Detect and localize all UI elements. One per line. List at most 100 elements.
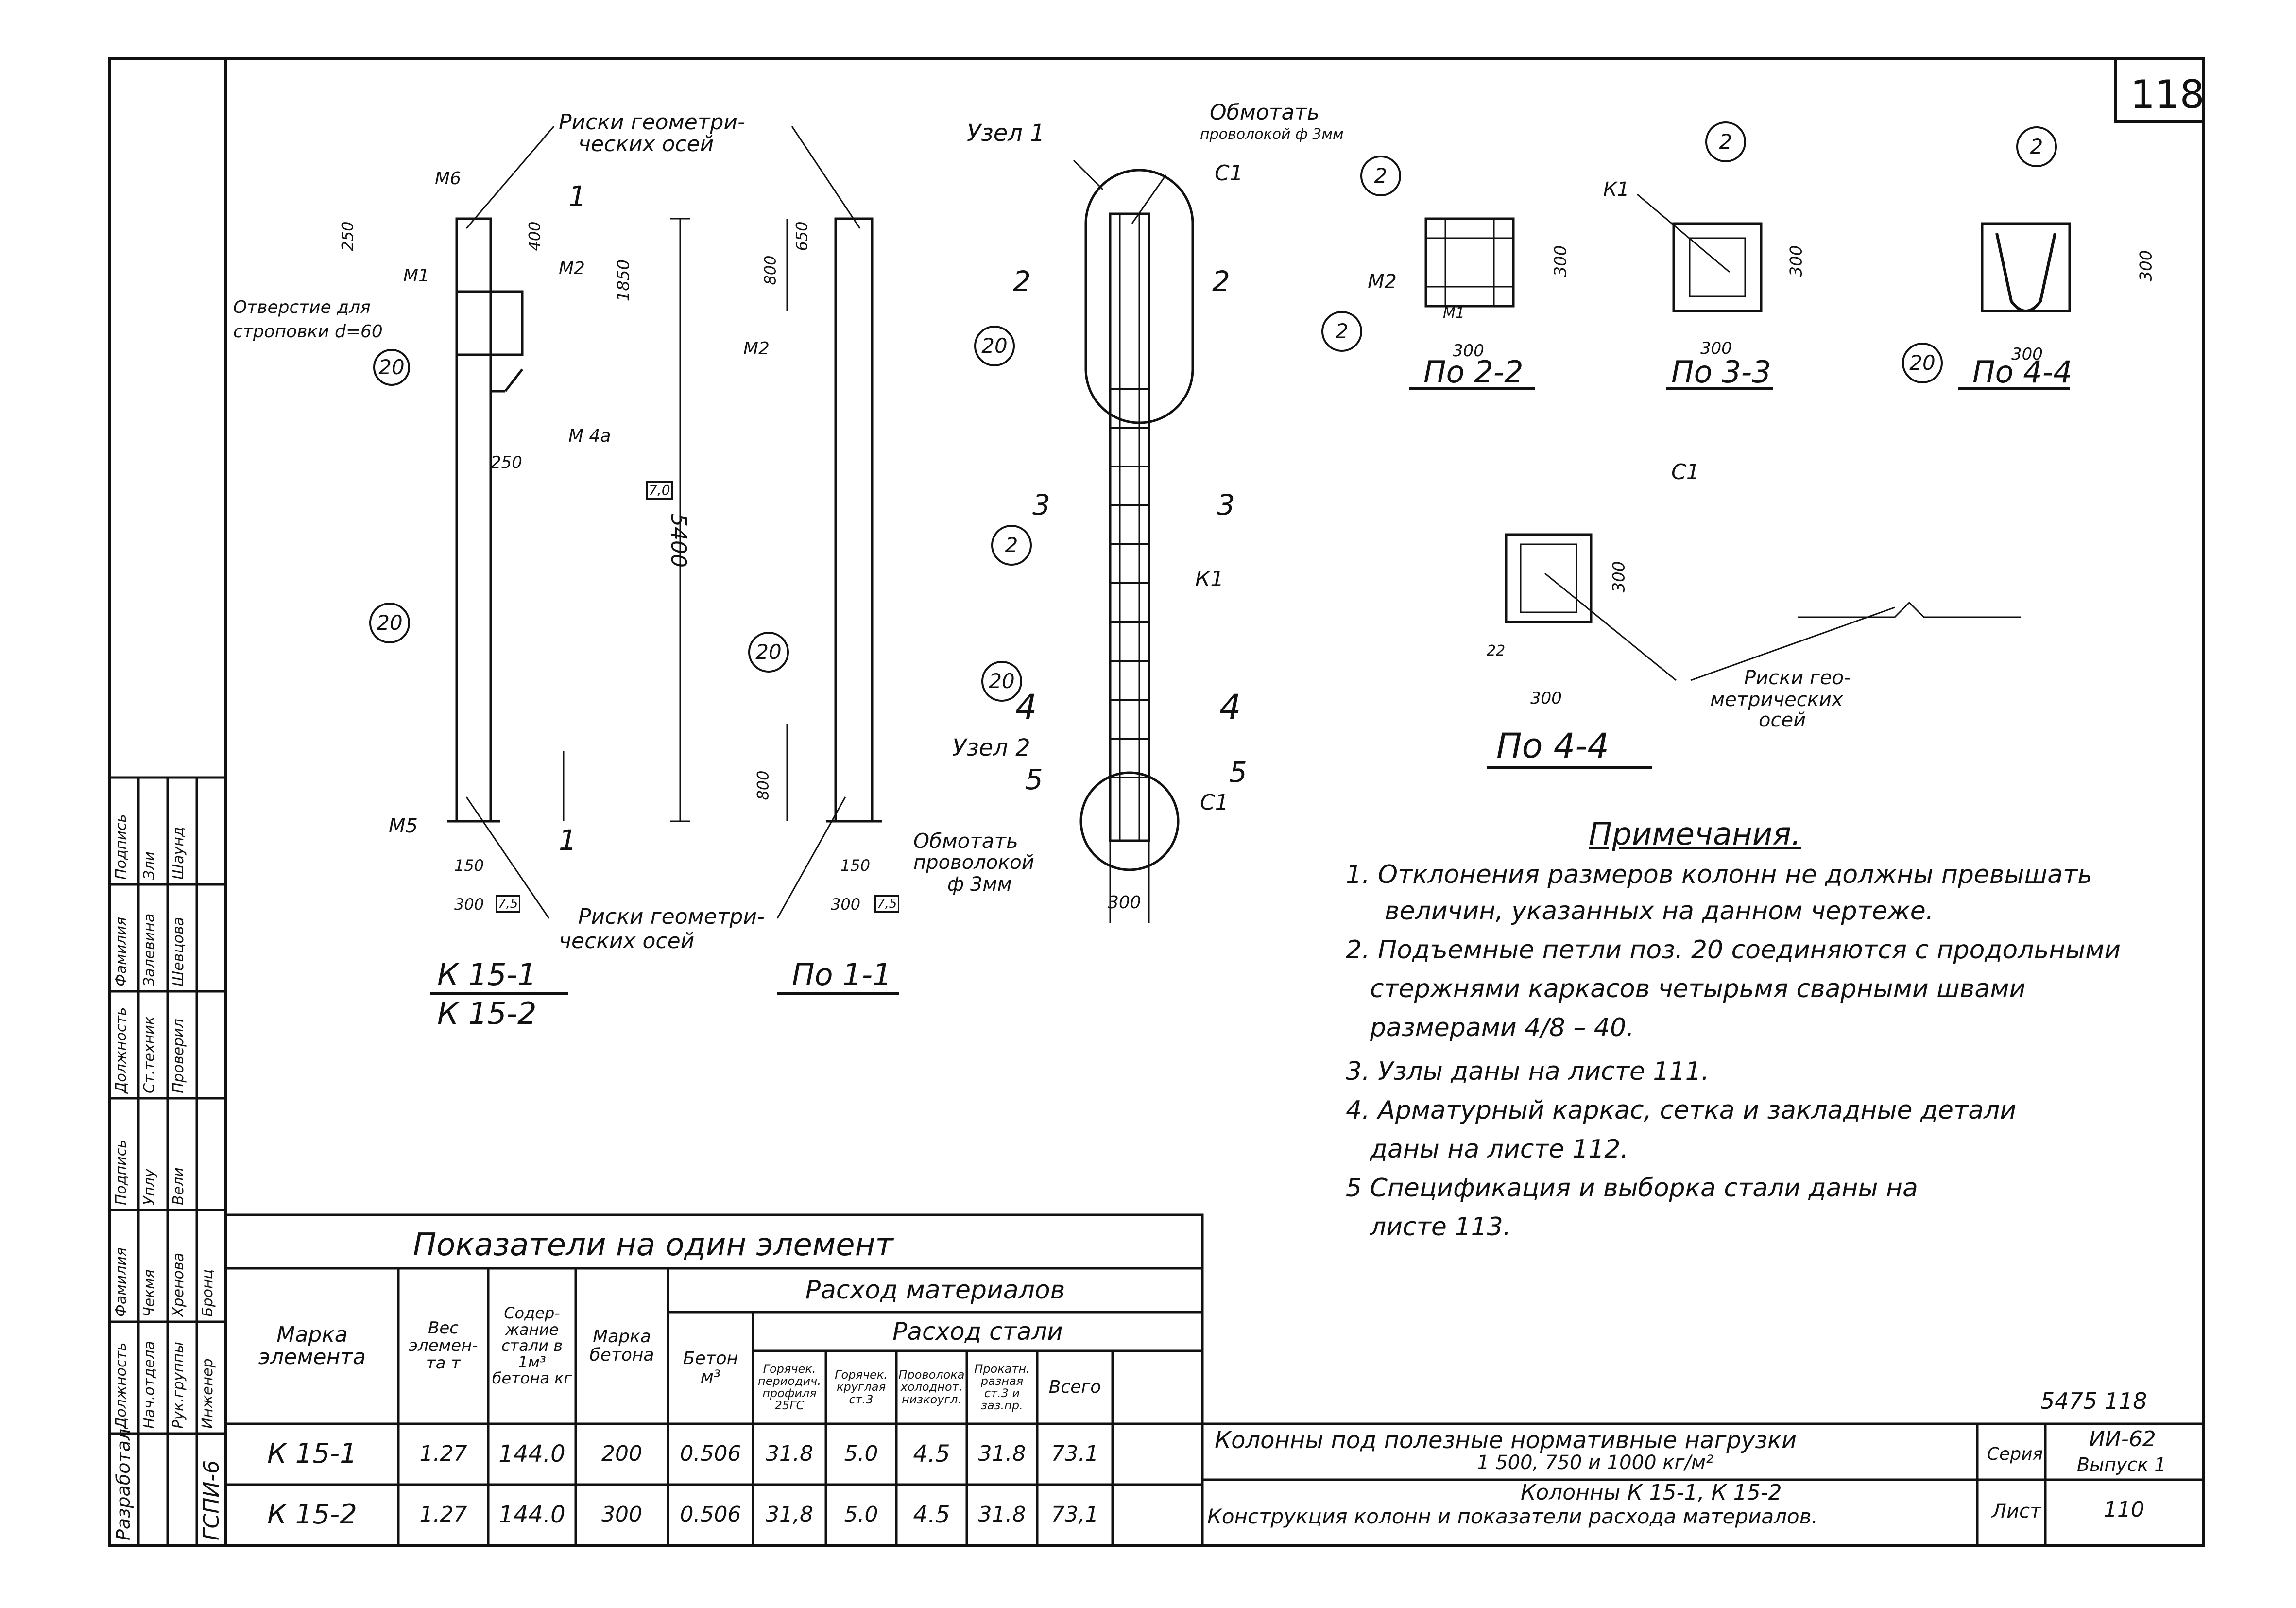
pos-2-a: 2 [991,525,1032,566]
side-stamp-grid [109,776,226,1545]
sheet-number-box [2114,57,2205,123]
stamp-c1-0: Разработал [113,1428,134,1540]
note-4b: даны на листе 112. [1370,1135,1629,1164]
stamp-c2-3: Инженер [199,1358,216,1429]
series-label: Серия [1987,1444,2043,1464]
td-grade: 200 [601,1441,642,1467]
section-4-4-big-drawing [1487,533,2021,769]
td-total: 73,1 [1051,1502,1099,1527]
th-total: Всего [1048,1377,1101,1398]
stamp-c3-1: Чекмя [141,1269,158,1317]
callout-node-2: Узел 2 [952,734,1030,761]
callout-hole-1: Отверстие для [233,297,371,317]
stamp-c2-1: Нач.отдела [141,1341,158,1429]
dim-150b: 150 [840,856,871,875]
stamp-c2-2: Рук.группы [170,1342,187,1429]
td-concrete: 0.506 [680,1441,741,1467]
dim-s22-300: 300 [1453,341,1484,361]
dim-300b: 300 [831,895,861,914]
callout-wrap-bottom-1: Обмотать [913,829,1018,853]
dim-400: 400 [525,221,544,251]
mark-m2: М2 [559,259,585,278]
dim-650: 650 [792,221,811,251]
dim-150: 150 [454,856,484,875]
mark-c1-bottom: С1 [1200,790,1229,815]
td-s2: 5.0 [844,1441,878,1467]
stamp-c4-1: Уплу [141,1169,158,1205]
stamp-c4-2: Вели [170,1167,187,1205]
th-s2: Горячек. круглая ст.3 [835,1368,888,1406]
td-s1: 31,8 [766,1502,813,1527]
td-s1: 31.8 [766,1441,813,1467]
leader-lines [465,126,1895,919]
mark-m5: М5 [389,815,418,837]
stamp-c3-2: Хренова [170,1252,187,1317]
mark-m1-section-2-2: М1 [1443,305,1465,322]
pos-2-e: 2 [2016,126,2057,167]
note-2b: стержнями каркасов четырьмя сварными шва… [1370,974,2026,1003]
mark-c1: С1 [1215,161,1243,186]
mark-m1: М1 [403,266,429,286]
note-2a: 2. Подъемные петли поз. 20 соединяются с… [1346,935,2121,965]
dim-b44-300: 300 [1530,689,1562,708]
cut-5-left: 5 [1025,763,1043,796]
stamp-c7-1: Зли [141,851,158,880]
mark-k1: К1 [1195,567,1224,591]
cut-4-right: 4 [1219,687,1241,727]
dim-s33-300v: 300 [1786,245,1806,277]
callout-hole-2: строповки d=60 [233,322,383,342]
pos-20-b: 20 [369,603,410,643]
td-weight: 1.27 [419,1441,467,1467]
stamp-c5-1: Ст.техник [141,1016,158,1093]
section-title-2-2: По 2-2 [1423,354,1524,390]
title-line-3: Колонны К 15-1, К 15-2 [1521,1480,1782,1505]
section-3-3-drawing [1666,222,1773,390]
td-s3: 4.5 [913,1440,950,1468]
stamp-c5-2: Проверил [170,1019,187,1093]
th-s1: Горячек. периодич. профиля 25ГС [758,1362,821,1413]
dim-7-5c: 7,5 [496,895,521,913]
mark-k1-section: К1 [1603,178,1629,201]
issue-label: Выпуск 1 [2077,1454,2166,1475]
callout-risks-bottom: Риски геометри- [578,904,765,929]
note-2c: размерами 4/8 – 40. [1370,1013,1634,1042]
section-title-1-1: По 1-1 [792,957,892,992]
section-title-3-3: По 3-3 [1671,354,1771,390]
td-s4: 31.8 [978,1441,1026,1467]
mark-m2-section-2-2: М2 [1368,271,1397,293]
section-4-4-drawing [1958,222,2071,390]
note-3: 3. Узлы даны на листе 111. [1346,1057,1710,1086]
title-line-4: Конструкция колонн и показатели расхода … [1207,1504,1818,1528]
pos-20-e: 20 [981,661,1022,702]
callout-risks-top: Риски геометри- [559,110,745,135]
section-2-2-drawing [1409,217,1535,390]
title-line-1: Колонны под полезные нормативные нагрузк… [1215,1427,1797,1454]
th-weight: Вес элемен- та т [409,1318,478,1373]
stamp-c7-2: Шаунд [170,827,187,880]
column-title-k15-2: К 15-2 [437,996,537,1031]
cut-2-left: 2 [1013,265,1031,298]
cut-3-right: 3 [1217,488,1235,521]
td-s3: 4.5 [913,1501,950,1529]
mark-m6: М6 [435,169,461,189]
pos-2-d: 2 [1705,121,1746,162]
td-concrete: 0.506 [680,1502,741,1527]
stamp-c3-0: Фамилия [113,1247,130,1317]
callout-node-1: Узел 1 [967,120,1045,147]
td-s4: 31.8 [978,1502,1026,1527]
th-s3: Проволока холоднот. низкоугл. [898,1368,965,1406]
title-line-2: 1 500, 750 и 1000 кг/м² [1477,1452,1714,1474]
dim-b44-300v: 300 [1609,561,1629,593]
sheet-value: 110 [2104,1497,2144,1522]
td-s2: 5.0 [844,1502,878,1527]
callout-wrap-bottom-3: ф 3мм [947,873,1012,896]
mark-m2-section: М2 [743,339,770,359]
pos-2-c: 2 [1321,311,1362,352]
pos-20-d: 20 [974,326,1015,366]
td-weight: 1.27 [419,1502,467,1527]
stamp-c5-0: Должность [113,1007,130,1093]
th-mark: Марка элемента [258,1322,366,1369]
cage-ties [1110,388,1149,778]
dim-300c: 300 [1108,893,1141,913]
callout-risks-right-1: Риски гео- [1744,667,1851,689]
